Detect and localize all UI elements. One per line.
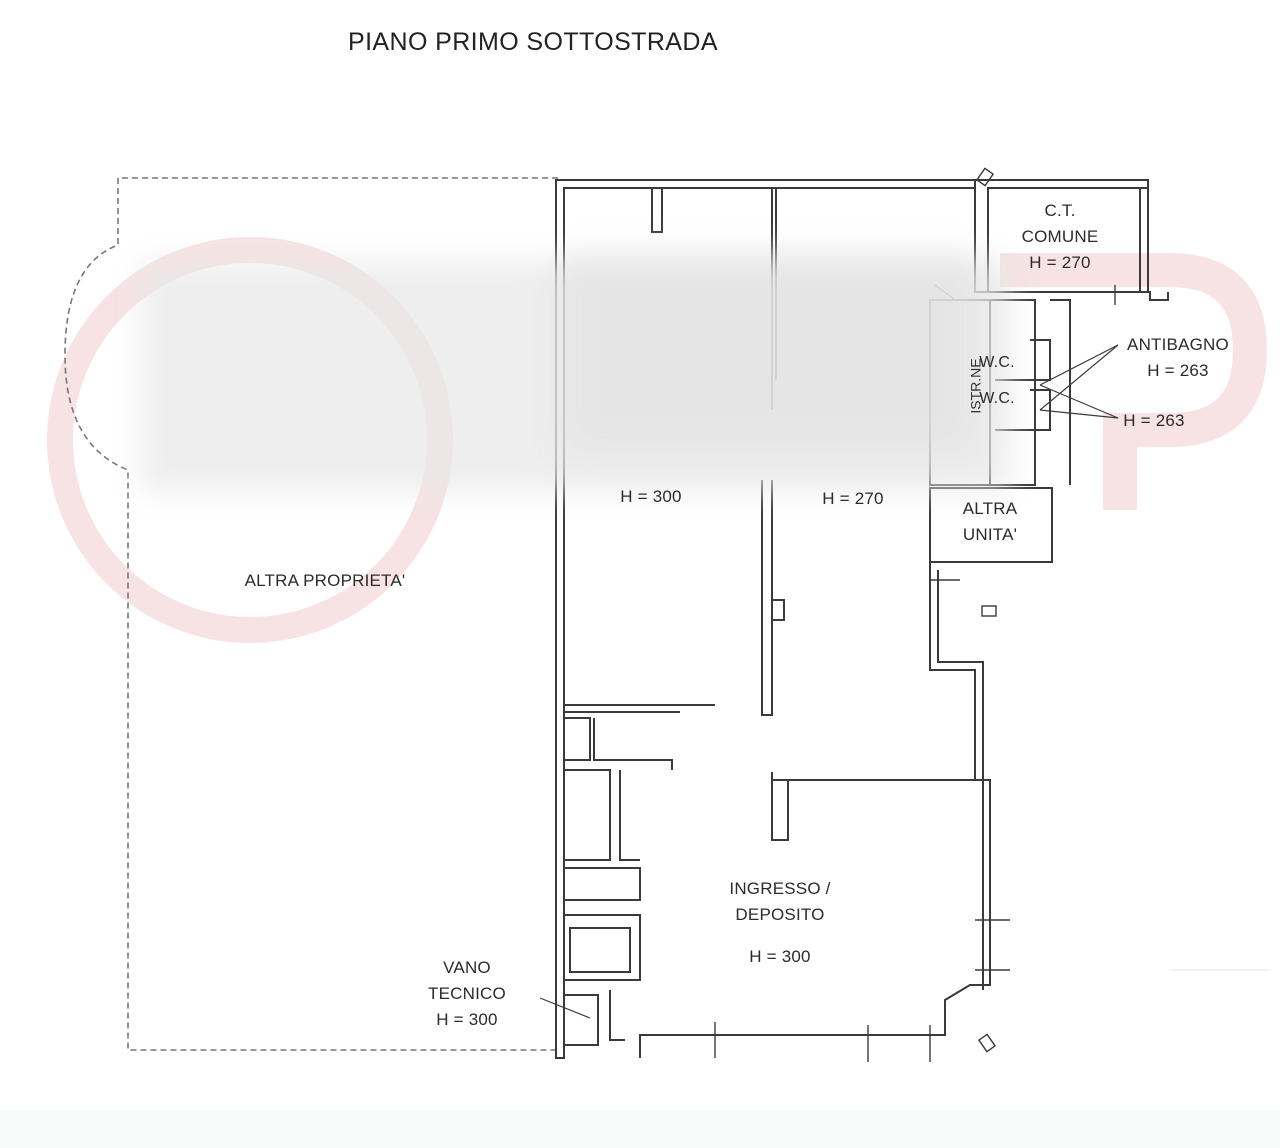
bottom-fade	[0, 1110, 1280, 1148]
corner-marker-bottom	[977, 1033, 997, 1053]
altra-proprieta-outline	[64, 177, 558, 1051]
label-ingresso-deposito: INGRESSO / DEPOSITO H = 300	[729, 879, 831, 966]
label-ct-comune: C.T. COMUNE H = 270	[1021, 201, 1099, 272]
label-vano-tecnico: VANO TECNICO H = 300	[428, 958, 506, 1029]
corner-marker-top	[975, 167, 995, 187]
label-wc-2: W.C.	[979, 390, 1015, 407]
label-wc-height: H = 263	[1123, 411, 1185, 430]
label-antibagno: ANTIBAGNO H = 263	[1127, 335, 1229, 380]
small-fixture	[981, 605, 997, 617]
label-room-mid-height: H = 270	[822, 489, 884, 508]
redaction-blur-2	[560, 255, 980, 455]
label-wc-1: W.C.	[979, 354, 1015, 371]
label-altra-unita: ALTRA UNITA'	[962, 499, 1018, 544]
label-altra-proprieta: ALTRA PROPRIETA'	[244, 571, 406, 590]
label-distribuzione: ISTR.NE	[967, 358, 984, 414]
label-room-left-height: H = 300	[620, 487, 682, 506]
page-title: PIANO PRIMO SOTTOSTRADA	[348, 28, 718, 56]
door-ticks	[714, 285, 1270, 1062]
